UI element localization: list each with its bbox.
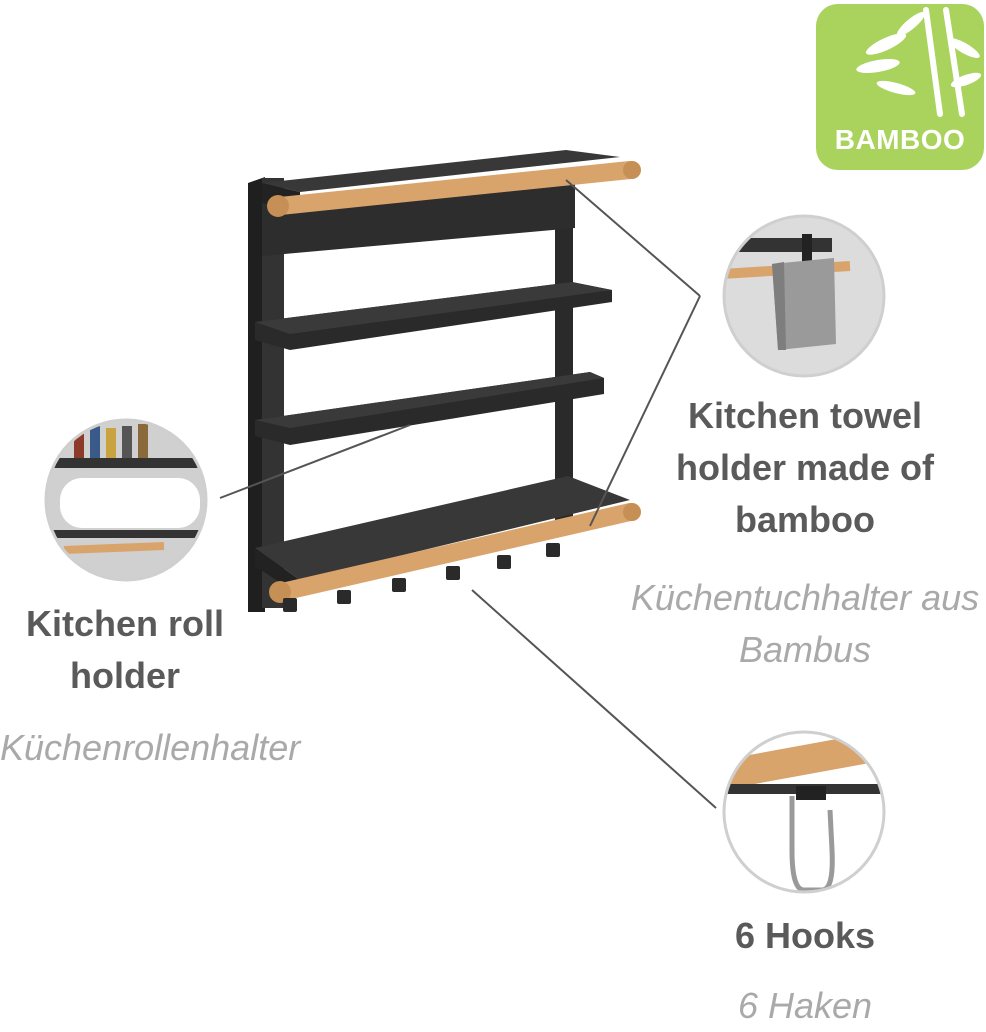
towel-holder-title: Kitchen towel holder made of bamboo xyxy=(675,395,935,540)
bottom-bamboo-rod xyxy=(269,503,641,603)
hooks-subtitle: 6 Haken xyxy=(737,985,873,1026)
towel-holder-subtitle: Küchentuchhalter aus Bambus xyxy=(630,577,980,670)
callout-lines xyxy=(219,179,717,809)
hooks-title: 6 Hooks xyxy=(734,915,876,956)
hooks-row xyxy=(283,543,560,612)
roll-holder-title: Kitchen roll holder xyxy=(25,603,225,696)
badge-label: BAMBOO xyxy=(834,124,966,155)
bamboo-badge: BAMBOO xyxy=(816,4,984,170)
roll-holder-subtitle: Küchenrollenhalter xyxy=(0,727,301,768)
hooks-detail xyxy=(722,730,886,894)
middle-rail xyxy=(255,372,604,445)
bamboo-icon xyxy=(856,7,982,117)
roll-holder-detail xyxy=(44,418,208,582)
middle-shelf xyxy=(255,282,612,350)
top-bamboo-rod xyxy=(267,161,641,217)
towel-holder-detail xyxy=(722,214,886,378)
